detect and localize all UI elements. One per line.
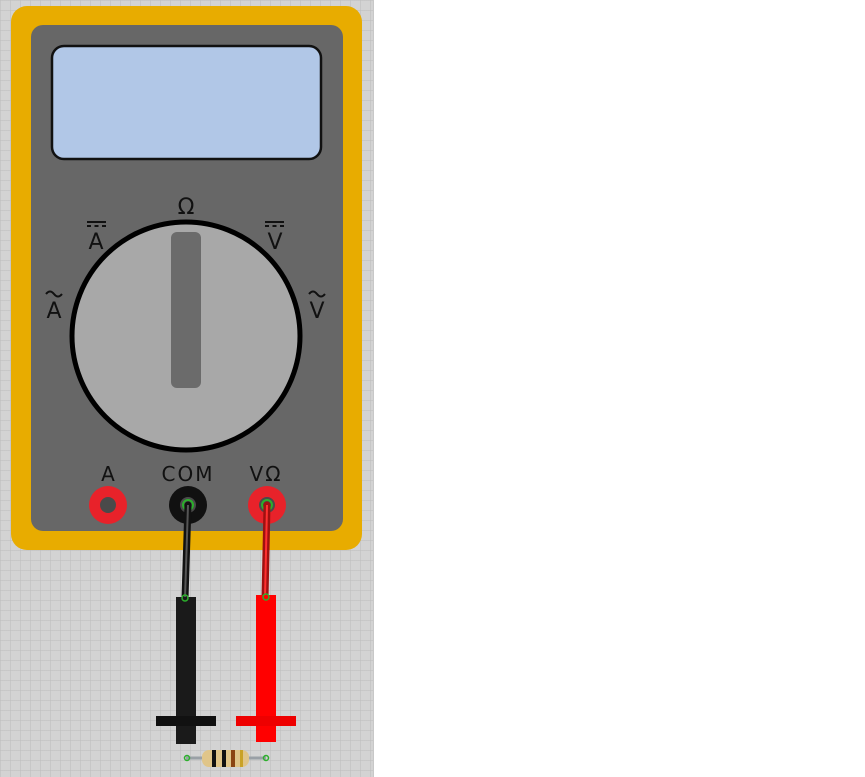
mode-ac-amps[interactable]: A xyxy=(45,290,63,325)
mode-dc-amps[interactable]: A xyxy=(87,221,106,255)
black-probe[interactable] xyxy=(156,594,216,744)
resistor-terminal[interactable] xyxy=(262,754,270,762)
mode-label-ac-amps: A xyxy=(46,299,61,324)
mode-dial[interactable] xyxy=(69,219,303,453)
red-lead-wire[interactable] xyxy=(261,501,271,602)
mode-label-ohm[interactable]: Ω xyxy=(178,195,195,220)
black-lead-wire[interactable] xyxy=(181,501,192,602)
mode-label-dc-amps: A xyxy=(88,230,103,255)
port-label-volt-ohm: VΩ xyxy=(250,462,283,486)
circuit-svg: Ω A V A V A COM VΩ xyxy=(11,6,362,767)
multimeter[interactable]: Ω A V A V A COM VΩ xyxy=(11,6,362,550)
red-probe[interactable] xyxy=(236,593,296,742)
resistor-band xyxy=(240,750,243,767)
resistor-band xyxy=(212,750,216,767)
ac-symbol-icon xyxy=(308,290,326,298)
port-label-amps: A xyxy=(101,462,117,486)
empty-panel xyxy=(374,0,865,777)
display-screen xyxy=(50,44,323,161)
resistor-terminal[interactable] xyxy=(183,754,191,762)
mode-label-ac-volts: V xyxy=(309,299,324,324)
port-amps[interactable] xyxy=(89,486,127,524)
mode-label-dc-volts: V xyxy=(267,230,282,255)
resistor-band xyxy=(222,750,226,767)
dial-pointer[interactable] xyxy=(171,232,201,388)
mode-ac-volts[interactable]: V xyxy=(308,290,326,325)
port-label-com: COM xyxy=(162,462,215,486)
resistor-band xyxy=(231,750,235,767)
ac-symbol-icon xyxy=(45,290,63,298)
mode-dc-volts[interactable]: V xyxy=(265,221,284,255)
resistor[interactable] xyxy=(183,750,270,767)
